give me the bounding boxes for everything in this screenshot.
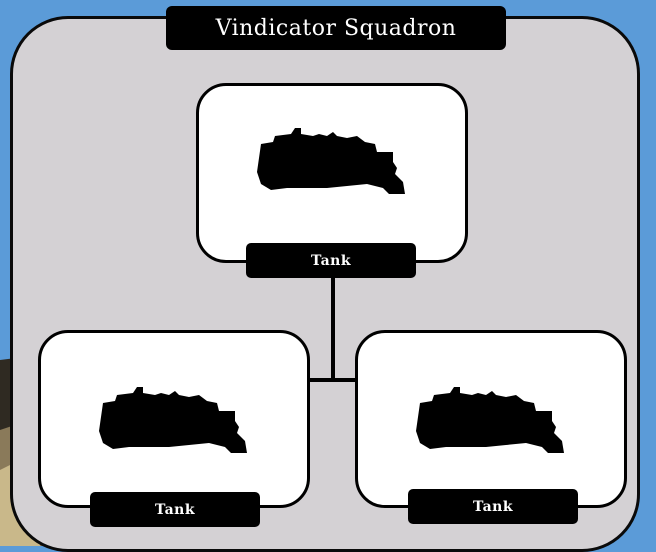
tank-icon: [257, 128, 405, 194]
unit-label-bottom-right: Tank: [408, 489, 578, 524]
squadron-title: Vindicator Squadron: [166, 6, 506, 50]
unit-card-bottom-left[interactable]: [38, 330, 310, 508]
unit-card-top[interactable]: [196, 83, 468, 263]
unit-label-top: Tank: [246, 243, 416, 278]
tank-icon: [99, 387, 247, 453]
connector-horizontal: [310, 378, 358, 382]
unit-card-bottom-right[interactable]: [355, 330, 627, 508]
unit-label-bottom-left: Tank: [90, 492, 260, 527]
connector-vertical: [331, 276, 335, 382]
tank-icon: [416, 387, 564, 453]
